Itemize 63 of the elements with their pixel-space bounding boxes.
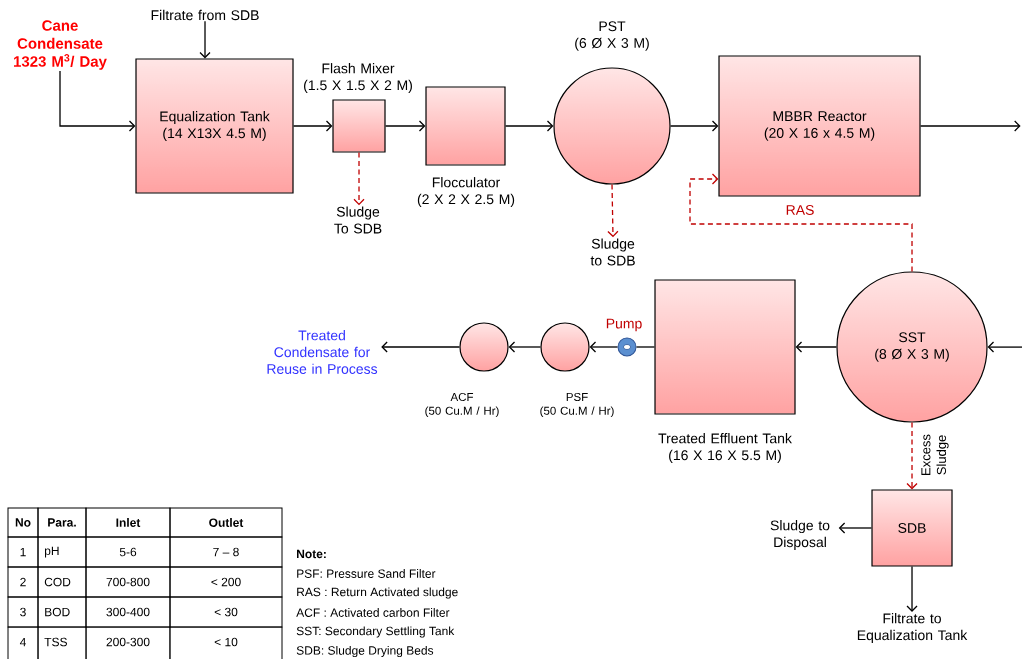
table-header-cell: Inlet [85, 507, 171, 538]
arrow [795, 341, 838, 353]
arrow [292, 120, 333, 132]
note-text: SDB: Sludge Drying Beds [296, 645, 434, 658]
outflow-label: Sludge to SDB [590, 238, 635, 266]
arrow [508, 341, 542, 353]
arrow [906, 565, 918, 612]
table-cell: 5-6 [85, 536, 171, 568]
note-text: ACF : Activated carbon Filter [296, 608, 450, 617]
reactor-box: MBBR Reactor (20 X 16 x 4.5 M) [718, 55, 921, 197]
table-header-cell: Para. [37, 507, 87, 538]
tank-label: Flash Mixer (1.5 X 1.5 X 2 M) [304, 63, 412, 93]
tank-label: Treated Effluent Tank (16 X 16 X 5.5 M) [658, 433, 792, 463]
arrow [987, 341, 1022, 353]
table-cell: < 200 [169, 566, 283, 598]
table-cell: 200-300 [85, 626, 171, 659]
table-cell: 4 [7, 626, 39, 659]
arrow [199, 20, 211, 59]
table-cell: 1 [7, 536, 39, 568]
drying-bed-box: SDB [871, 489, 953, 567]
table-cell: 300-400 [85, 596, 171, 628]
arrow [919, 120, 1021, 132]
table-cell: < 30 [169, 596, 283, 628]
inflow-label: Cane Condensate 1323 M$^{3}$/ Day [14, 20, 107, 70]
outflow-label: Sludge to Disposal [770, 520, 830, 550]
arrow [669, 120, 719, 132]
note-text: PSF: Pressure Sand Filter [297, 569, 436, 578]
tank-label: PST (6 Ø X 3 M) [575, 21, 649, 51]
table-cell: 2 [7, 566, 39, 598]
table-cell: 7 – 8 [169, 536, 283, 568]
tank-label: ACF (50 Cu.M / Hr) [425, 392, 499, 418]
note-text: SST: Secondary Settling Tank [296, 626, 455, 638]
note-text: RAS : Return Activated sludge [297, 587, 458, 599]
table-cell: 700-800 [85, 566, 171, 598]
edge-label: RAS [779, 204, 821, 216]
note-heading: Note: [297, 549, 326, 559]
arrow [384, 120, 426, 132]
inflow-label: Filtrate from SDB [151, 9, 259, 21]
table-cell: COD [37, 566, 87, 598]
table-header-cell: No [7, 507, 39, 538]
arrow [589, 341, 619, 353]
table-cell: pH [37, 536, 87, 568]
arrow [353, 151, 365, 206]
outflow-label: Treated Condensate for Reuse in Process [267, 330, 378, 374]
arrow [906, 421, 918, 490]
arrow [381, 341, 461, 353]
outflow-label: Sludge To SDB [334, 206, 382, 234]
table-cell: < 10 [169, 626, 283, 659]
tank-box: Equalization Tank (14 X13X 4.5 M) [135, 58, 294, 194]
table-cell: TSS [37, 626, 87, 659]
edge-label: Excess Sludge [920, 426, 950, 484]
arrow [504, 120, 554, 132]
tank-label: Flocculator (2 X 2 X 2.5 M) [417, 177, 515, 207]
tank-label: PSF (50 Cu.M / Hr) [540, 392, 614, 418]
arrow [689, 173, 913, 273]
arrow [838, 522, 873, 534]
arrow [607, 183, 619, 238]
pump-label: Pump [606, 318, 642, 332]
table-cell: BOD [37, 596, 87, 628]
table-header-cell: Outlet [169, 507, 283, 538]
arrow [59, 70, 136, 132]
table-cell: 3 [7, 596, 39, 628]
outflow-label: Filtrate to Equalization Tank [857, 613, 968, 643]
